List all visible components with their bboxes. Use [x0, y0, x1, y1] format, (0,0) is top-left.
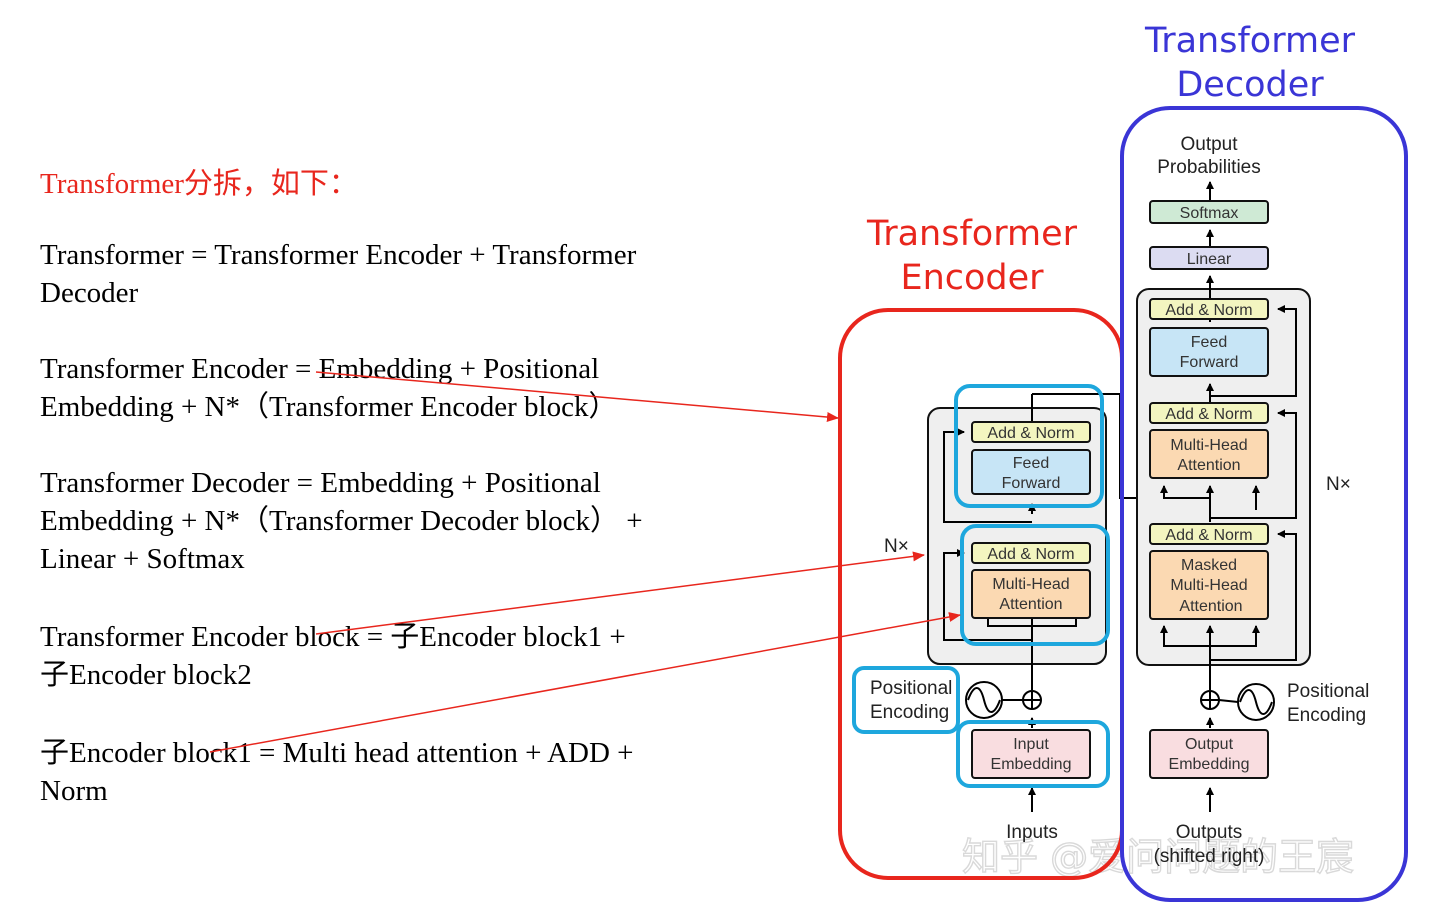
text-line: Linear + Softmax [40, 543, 245, 575]
text-line: Transformer Encoder block = 子Encoder blo… [40, 621, 626, 653]
sine-wave [967, 687, 1001, 713]
masked-input-arrow [1160, 625, 1210, 647]
encoder-feed-forward-label: Feed [1013, 455, 1049, 472]
residual-connection [1210, 305, 1297, 397]
masked-attention-label: Multi-Head [1170, 577, 1247, 594]
encoder-attention-label: Attention [999, 596, 1062, 613]
decoder-feed-forward-label: Feed [1191, 334, 1227, 351]
outputs-label: Outputs [1176, 822, 1243, 843]
masked-attention-label: Attention [1179, 598, 1242, 615]
encoder-positional-label: Positional [870, 678, 952, 699]
decoder-add-norm-box [1149, 298, 1269, 320]
decoder-feed-forward-label: Forward [1180, 354, 1239, 371]
residual-connection [1210, 409, 1297, 519]
cross-attention-input [1160, 485, 1210, 499]
encoder-add-norm-label: Add & Norm [987, 425, 1074, 442]
highlight-input-embedding [956, 720, 1110, 788]
decoder-positional-label: Positional [1287, 681, 1369, 702]
equation-transformer: Transformer = Transformer Encoder + Tran… [40, 236, 636, 312]
equation-encoder-block: Transformer Encoder block = 子Encoder blo… [40, 618, 626, 694]
input-embedding-box [971, 729, 1091, 779]
watermark: 知乎 @爱问问题的王宸 [962, 835, 1354, 879]
encoder-title-line: Encoder [900, 258, 1044, 298]
output-probabilities-label: Output [1180, 134, 1238, 155]
equation-sub-block: 子Encoder block1 = Multi head attention +… [40, 734, 634, 810]
encoder-add-norm-label: Add & Norm [987, 546, 1074, 563]
annotation-arrow-encoder [315, 371, 839, 423]
encoder-feed-forward-label: Forward [1002, 475, 1061, 492]
decoder-feed-forward-box [1149, 327, 1269, 377]
linear-box [1149, 246, 1269, 270]
input-embedding-label: Input [1013, 736, 1049, 753]
text-line: Embedding + N*（Transformer Decoder block… [40, 505, 643, 537]
output-embedding-box [1149, 729, 1269, 779]
highlight-positional-encoding [852, 666, 960, 734]
decoder-attention-box [1149, 429, 1269, 479]
decoder-attention-label: Attention [1177, 457, 1240, 474]
text-line: 子Encoder block2 [40, 659, 252, 691]
text-line: Norm [40, 775, 108, 807]
encoder-attention-box [971, 569, 1091, 619]
softmax-box [1149, 200, 1269, 224]
decoder-add-norm-box [1149, 402, 1269, 424]
sine-wave [1239, 689, 1273, 715]
text-line: Transformer Decoder = Embedding + Positi… [40, 467, 601, 499]
decoder-add-norm-box [1149, 523, 1269, 545]
input-embedding-label: Embedding [991, 756, 1072, 773]
masked-attention-label: Masked [1181, 557, 1237, 574]
linear-label: Linear [1187, 251, 1232, 268]
decoder-title-line: Decoder [1176, 65, 1324, 105]
text-line: Decoder [40, 277, 139, 309]
encoder-positional-label: Encoding [870, 702, 949, 723]
text-line: Embedding + N*（Transformer Encoder block… [40, 391, 618, 423]
encoder-add-norm-box [971, 542, 1091, 564]
output-embedding-label: Embedding [1169, 756, 1250, 773]
masked-attention-box [1149, 550, 1269, 620]
text-line: 子Encoder block1 = Multi head attention +… [40, 737, 634, 769]
decoder-title-line: Transformer [1144, 21, 1356, 61]
annotation-arrow-encoder-block [315, 551, 925, 635]
annotation-arrow-sub-block [209, 612, 961, 753]
encoder-attention-label: Multi-Head [992, 576, 1069, 593]
decoder-add-norm-label: Add & Norm [1165, 406, 1252, 423]
decoder-outline [1120, 106, 1408, 902]
text-line: Transformer Encoder = Embedding + Positi… [40, 353, 600, 385]
positional-line [1218, 699, 1239, 703]
highlight-attention-block [960, 524, 1110, 646]
equation-decoder: Transformer Decoder = Embedding + Positi… [40, 464, 643, 578]
highlight-feed-forward-block [954, 384, 1104, 508]
residual-connection [943, 549, 1032, 641]
heading: Transformer分拆，如下： [40, 168, 358, 200]
inputs-label: Inputs [1006, 822, 1058, 843]
output-probabilities-label: Probabilities [1157, 157, 1261, 178]
residual-connection [1210, 530, 1297, 661]
equation-encoder: Transformer Encoder = Embedding + Positi… [40, 350, 617, 426]
encoder-title-line: Transformer [866, 214, 1078, 254]
softmax-label: Softmax [1180, 205, 1239, 222]
decoder-positional-label: Encoding [1287, 705, 1366, 726]
decoder-repeat-label: N× [1326, 474, 1351, 495]
encoder-repeat-label: N× [884, 536, 909, 557]
decoder-add-norm-label: Add & Norm [1165, 302, 1252, 319]
decoder-attention-label: Multi-Head [1170, 437, 1247, 454]
outputs-label: (shifted right) [1154, 846, 1265, 867]
encoder-add-norm-box [971, 421, 1091, 443]
text-line: Transformer = Transformer Encoder + Tran… [40, 239, 637, 271]
decoder-add-norm-label: Add & Norm [1165, 527, 1252, 544]
output-embedding-label: Output [1185, 736, 1234, 753]
encoder-feed-forward-box [971, 449, 1091, 495]
masked-input-arrow [1210, 625, 1260, 647]
